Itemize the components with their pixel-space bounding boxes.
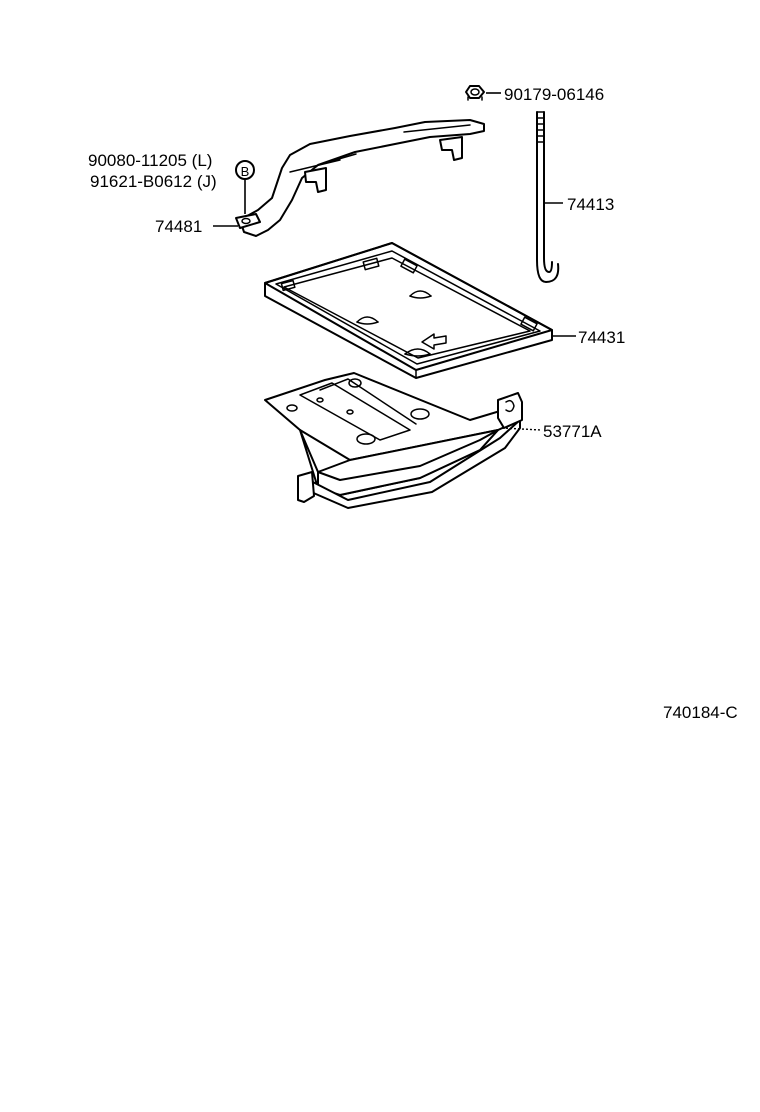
bolt-part-number-j: 91621-B0612 (J)	[90, 172, 217, 191]
diagram-code: 740184-C	[663, 703, 738, 722]
battery-tray	[264, 242, 553, 379]
clamp-part-number: 74481	[155, 217, 202, 236]
carrier-part-number: 53771A	[543, 422, 602, 441]
hex-nut-icon	[465, 85, 485, 101]
callout-letter: B	[241, 164, 250, 179]
battery-carrier	[264, 372, 523, 509]
battery-clamp	[235, 119, 485, 237]
front-direction-arrow-icon	[421, 333, 447, 350]
tray-part-number: 74431	[578, 328, 625, 347]
bolt-part-number-l: 90080-11205 (L)	[88, 151, 212, 170]
rod-part-number: 74413	[567, 195, 614, 214]
hold-down-rod	[536, 111, 560, 283]
nut-part-number: 90179-06146	[504, 85, 604, 104]
circled-letter-callout-icon: B	[235, 160, 255, 180]
carrier-leader	[501, 427, 542, 431]
